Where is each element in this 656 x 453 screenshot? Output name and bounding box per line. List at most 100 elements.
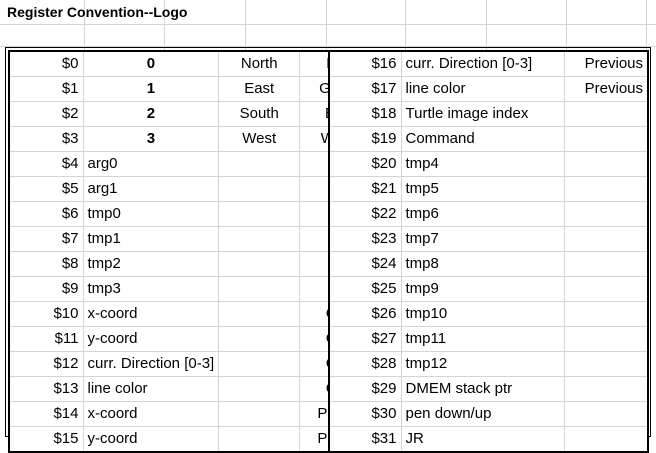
state-cell[interactable] — [564, 301, 648, 327]
state-cell[interactable] — [564, 276, 648, 302]
direction-cell[interactable] — [218, 301, 301, 327]
direction-cell[interactable] — [218, 251, 301, 277]
register-cell[interactable]: $30 — [329, 401, 402, 427]
description-cell[interactable]: tmp10 — [401, 301, 565, 327]
register-cell[interactable]: $20 — [329, 151, 402, 177]
value-cell[interactable]: arg0 — [83, 151, 220, 177]
register-cell[interactable]: $9 — [9, 276, 84, 302]
direction-cell[interactable] — [218, 426, 301, 452]
register-cell[interactable]: $7 — [9, 226, 84, 252]
register-cell[interactable]: $13 — [9, 376, 84, 402]
state-cell[interactable] — [564, 201, 648, 227]
description-cell[interactable]: DMEM stack ptr — [401, 376, 565, 402]
register-cell[interactable]: $31 — [329, 426, 402, 452]
direction-cell[interactable] — [218, 151, 301, 177]
register-cell[interactable]: $4 — [9, 151, 84, 177]
value-cell[interactable]: tmp1 — [83, 226, 220, 252]
register-cell[interactable]: $22 — [329, 201, 402, 227]
state-cell[interactable] — [564, 101, 648, 127]
value-cell[interactable]: 0 — [83, 51, 220, 77]
register-cell[interactable]: $12 — [9, 351, 84, 377]
direction-cell[interactable] — [218, 351, 301, 377]
register-cell[interactable]: $28 — [329, 351, 402, 377]
register-cell[interactable]: $21 — [329, 176, 402, 202]
direction-cell[interactable] — [218, 376, 301, 402]
value-cell[interactable]: x-coord — [83, 401, 220, 427]
register-cell[interactable]: $15 — [9, 426, 84, 452]
register-cell[interactable]: $17 — [329, 76, 402, 102]
state-cell[interactable] — [564, 176, 648, 202]
value-cell[interactable]: 1 — [83, 76, 220, 102]
register-cell[interactable]: $8 — [9, 251, 84, 277]
direction-cell[interactable] — [218, 226, 301, 252]
register-cell[interactable]: $26 — [329, 301, 402, 327]
register-cell[interactable]: $3 — [9, 126, 84, 152]
direction-cell[interactable]: North — [218, 51, 301, 77]
state-cell[interactable]: Previous — [564, 76, 648, 102]
state-cell[interactable] — [564, 226, 648, 252]
state-cell[interactable] — [564, 251, 648, 277]
value-cell[interactable]: y-coord — [83, 426, 220, 452]
value-cell[interactable]: curr. Direction [0-3] — [83, 351, 220, 377]
direction-cell[interactable] — [218, 401, 301, 427]
value-cell[interactable]: y-coord — [83, 326, 220, 352]
register-cell[interactable]: $5 — [9, 176, 84, 202]
register-cell[interactable]: $2 — [9, 101, 84, 127]
value-cell[interactable]: tmp2 — [83, 251, 220, 277]
value-cell[interactable]: arg1 — [83, 176, 220, 202]
description-cell[interactable]: tmp7 — [401, 226, 565, 252]
state-cell[interactable] — [564, 126, 648, 152]
value-cell[interactable]: x-coord — [83, 301, 220, 327]
register-cell[interactable]: $1 — [9, 76, 84, 102]
description-cell[interactable]: tmp4 — [401, 151, 565, 177]
description-cell[interactable]: line color — [401, 76, 565, 102]
state-cell[interactable] — [564, 401, 648, 427]
description-cell[interactable]: Command — [401, 126, 565, 152]
direction-cell[interactable]: East — [218, 76, 301, 102]
value-cell[interactable]: 3 — [83, 126, 220, 152]
state-cell[interactable] — [564, 376, 648, 402]
description-cell[interactable]: tmp5 — [401, 176, 565, 202]
state-cell[interactable] — [564, 326, 648, 352]
register-cell[interactable]: $14 — [9, 401, 84, 427]
value-cell[interactable]: line color — [83, 376, 220, 402]
register-cell[interactable]: $6 — [9, 201, 84, 227]
register-cell[interactable]: $0 — [9, 51, 84, 77]
direction-cell[interactable] — [218, 326, 301, 352]
description-cell[interactable]: curr. Direction [0-3] — [401, 51, 565, 77]
register-cell[interactable]: $10 — [9, 301, 84, 327]
register-cell[interactable]: $27 — [329, 326, 402, 352]
register-cell[interactable]: $25 — [329, 276, 402, 302]
description-cell[interactable]: JR — [401, 426, 565, 452]
register-cell[interactable]: $23 — [329, 226, 402, 252]
state-cell[interactable] — [564, 351, 648, 377]
direction-cell[interactable]: West — [218, 126, 301, 152]
register-cell[interactable]: $19 — [329, 126, 402, 152]
table-row: $22SouthBlue — [9, 101, 381, 127]
direction-cell[interactable]: South — [218, 101, 301, 127]
direction-cell[interactable] — [218, 176, 301, 202]
state-cell[interactable]: Previous — [564, 51, 648, 77]
description-cell[interactable]: tmp12 — [401, 351, 565, 377]
value-cell[interactable]: tmp3 — [83, 276, 220, 302]
value-cell[interactable]: tmp0 — [83, 201, 220, 227]
description-cell[interactable]: tmp8 — [401, 251, 565, 277]
value-cell[interactable]: 2 — [83, 101, 220, 127]
register-cell[interactable]: $29 — [329, 376, 402, 402]
description-cell[interactable]: tmp11 — [401, 326, 565, 352]
register-cell[interactable]: $24 — [329, 251, 402, 277]
register-cell[interactable]: $18 — [329, 101, 402, 127]
sheet-title[interactable]: Register Convention--Logo — [7, 4, 188, 20]
direction-cell[interactable] — [218, 276, 301, 302]
state-cell[interactable] — [564, 151, 648, 177]
description-cell[interactable]: tmp6 — [401, 201, 565, 227]
state-cell[interactable] — [564, 426, 648, 452]
description-cell[interactable]: pen down/up — [401, 401, 565, 427]
register-cell[interactable]: $16 — [329, 51, 402, 77]
description-cell[interactable]: tmp9 — [401, 276, 565, 302]
register-cell[interactable]: $11 — [9, 326, 84, 352]
description-cell[interactable]: Turtle image index — [401, 101, 565, 127]
direction-cell[interactable] — [218, 201, 301, 227]
